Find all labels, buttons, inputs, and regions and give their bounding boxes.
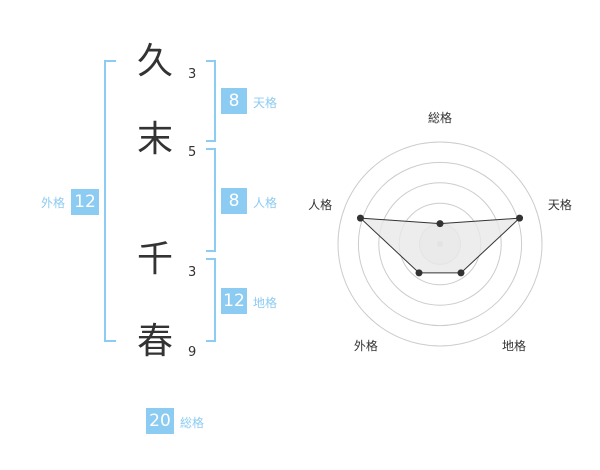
sou-value: 20: [146, 408, 174, 434]
jin-value: 8: [221, 188, 247, 214]
radar-point-2: [516, 214, 524, 222]
name-char-3: 千: [136, 239, 173, 280]
radar-point-1: [436, 220, 444, 228]
jin-label: 人格: [253, 196, 278, 210]
ten-label: 天格: [253, 96, 278, 110]
gai-label: 外格: [41, 196, 66, 210]
radar-grid-ring: [378, 182, 502, 306]
gai-value: 12: [71, 189, 99, 215]
ten-value: 8: [221, 88, 247, 114]
radar-axis-label: 外格: [354, 338, 378, 353]
radar-point-3: [457, 269, 465, 277]
radar-shape: [356, 214, 524, 277]
radar-point-4: [415, 269, 423, 277]
ten-bracket: [206, 60, 216, 142]
jin-bracket: [206, 148, 216, 252]
stroke-count-4: 9: [188, 345, 197, 360]
radar-axis-label: 人格: [308, 197, 332, 212]
name-char-1: 久: [136, 41, 173, 82]
sou-label: 総格: [180, 416, 205, 430]
radar-grid-ring: [337, 141, 543, 347]
chi-label: 地格: [253, 296, 278, 310]
stroke-count-2: 5: [188, 145, 197, 160]
radar-grid-ring: [357, 161, 523, 327]
radar-axis-label: 地格: [502, 338, 526, 353]
radar-polygon: [359, 217, 521, 274]
chi-bracket: [206, 258, 216, 342]
radar-axis-label: 天格: [548, 197, 572, 212]
chi-value: 12: [221, 288, 247, 314]
gai-bracket: [104, 60, 116, 342]
name-char-2: 末: [136, 119, 173, 160]
radar-axis-label: 総格: [428, 110, 452, 125]
stroke-count-1: 3: [188, 67, 197, 82]
stroke-count-3: 3: [188, 265, 197, 280]
radar-point-5: [356, 214, 364, 222]
name-char-4: 春: [136, 321, 173, 362]
